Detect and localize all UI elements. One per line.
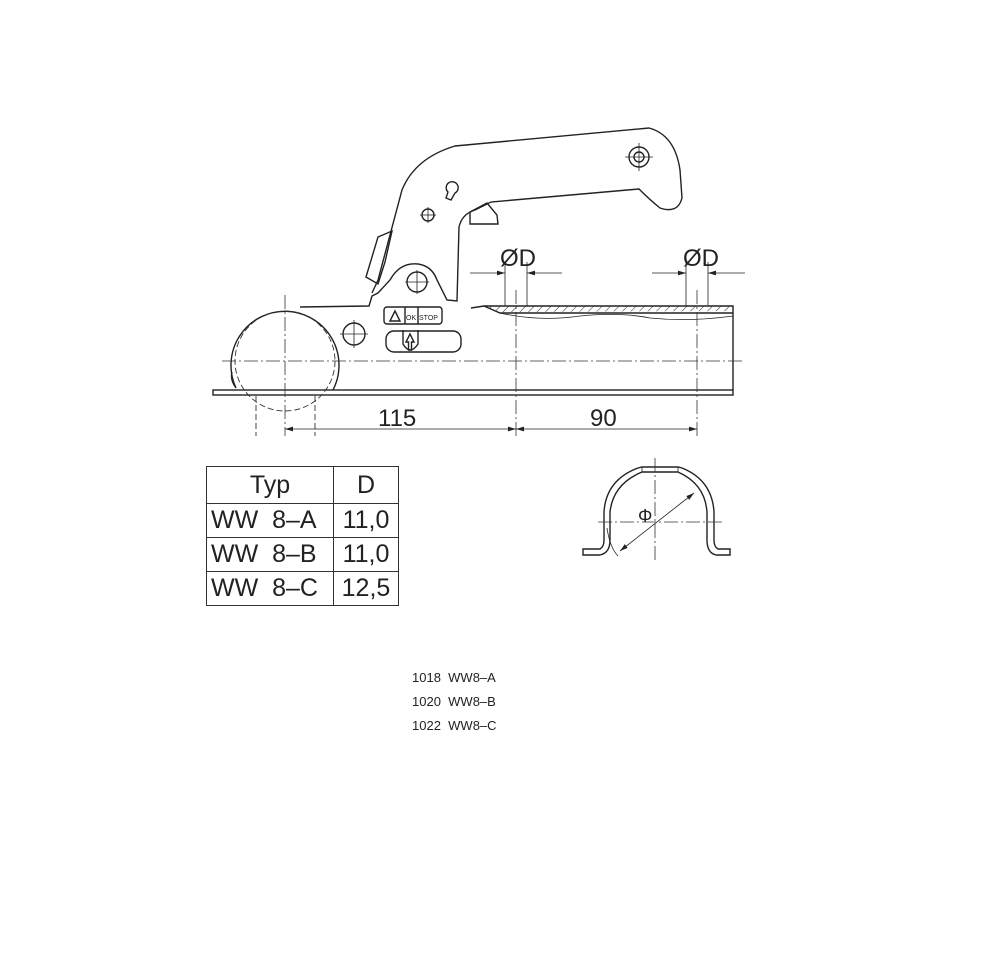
header-typ: Typ xyxy=(206,466,334,504)
dim-115: 115 xyxy=(378,405,416,432)
code-type: WW8–B xyxy=(448,694,496,709)
cell-typ: WW 8–B xyxy=(206,537,334,572)
handle-catch xyxy=(469,202,499,225)
section-diameter-symbol: Φ xyxy=(638,506,652,526)
cell-d: 12,5 xyxy=(333,571,399,606)
header-d: D xyxy=(333,466,399,504)
warning-icon xyxy=(388,309,402,322)
diameter-dimension-left: ØD xyxy=(470,245,562,306)
table-row: WW 8–A 11,0 xyxy=(206,503,399,538)
cell-typ: WW 8–C xyxy=(206,571,334,606)
code-type: WW8–A xyxy=(448,670,496,685)
indicator-label: OK STOP xyxy=(383,306,462,353)
diameter-dimension-right: ØD xyxy=(652,245,745,306)
base-plate xyxy=(212,389,734,396)
cell-d: 11,0 xyxy=(333,537,399,572)
ok-label: OK xyxy=(406,315,416,322)
list-item: 1020 WW8–B xyxy=(412,690,497,714)
table-header-row: Typ D xyxy=(206,466,399,504)
tube-cross-section: Φ xyxy=(582,458,731,562)
code-number: 1022 xyxy=(412,718,441,733)
svg-text:ØD: ØD xyxy=(500,245,536,272)
code-type: WW8–C xyxy=(448,718,497,733)
arrow-up-icon xyxy=(404,332,416,351)
list-item: 1018 WW8–A xyxy=(412,666,497,690)
cell-d: 11,0 xyxy=(333,503,399,538)
table-row: WW 8–C 12,5 xyxy=(206,571,399,606)
type-table: Typ D WW 8–A 11,0 WW 8–B 11,0 WW 8–C 12,… xyxy=(206,466,399,606)
handle-holes xyxy=(340,143,653,348)
cell-typ: WW 8–A xyxy=(206,503,334,538)
table-row: WW 8–B 11,0 xyxy=(206,537,399,572)
part-codes-list: 1018 WW8–A 1020 WW8–B 1022 WW8–C xyxy=(412,666,497,738)
svg-text:ØD: ØD xyxy=(683,245,719,272)
code-number: 1020 xyxy=(412,694,441,709)
list-item: 1022 WW8–C xyxy=(412,714,497,738)
length-dimensions: 115 90 xyxy=(285,405,697,432)
coupling-body-handle xyxy=(299,127,683,308)
safety-lever xyxy=(365,229,393,286)
code-number: 1018 xyxy=(412,670,441,685)
drawbar-tube xyxy=(470,305,734,390)
dim-90: 90 xyxy=(590,405,617,432)
stop-label: STOP xyxy=(419,315,438,322)
